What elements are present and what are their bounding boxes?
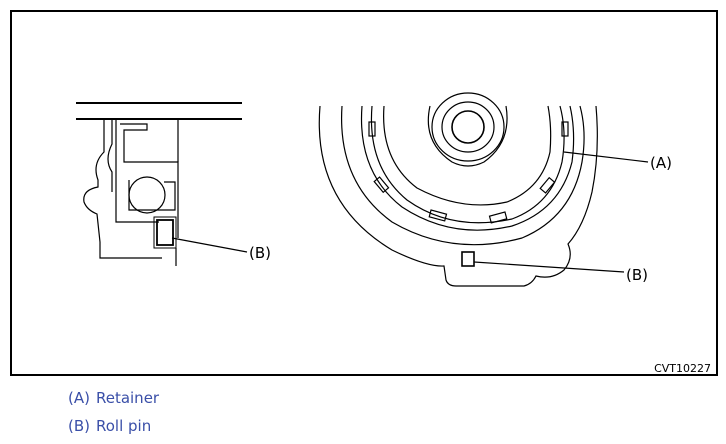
diagram-drawing: (B) (A) [76, 92, 711, 374]
retainer-tab [539, 176, 556, 194]
retainer-tab [368, 121, 376, 137]
callout-b-left: (B) [249, 244, 271, 262]
side-view-detail: (B) [76, 102, 271, 266]
callout-a: (A) [650, 154, 672, 172]
retainer-tab [488, 211, 508, 224]
retainer-tab [428, 209, 448, 222]
figure-code: CVT10227 [654, 362, 711, 374]
legend-code: (B) [68, 417, 90, 435]
legend: (A) Retainer (B) Roll pin [68, 388, 159, 444]
callout-b-right: (B) [626, 266, 648, 284]
figure-frame: (B) (A) [10, 10, 718, 376]
front-view-detail: (A) (B) [318, 92, 672, 287]
legend-item-retainer: (A) Retainer [68, 388, 159, 416]
legend-item-roll-pin: (B) Roll pin [68, 416, 159, 444]
legend-label: Roll pin [96, 417, 152, 435]
retainer-tab [561, 121, 569, 137]
legend-code: (A) [68, 389, 90, 407]
retainer-tab [373, 176, 390, 194]
legend-label: Retainer [95, 389, 160, 407]
